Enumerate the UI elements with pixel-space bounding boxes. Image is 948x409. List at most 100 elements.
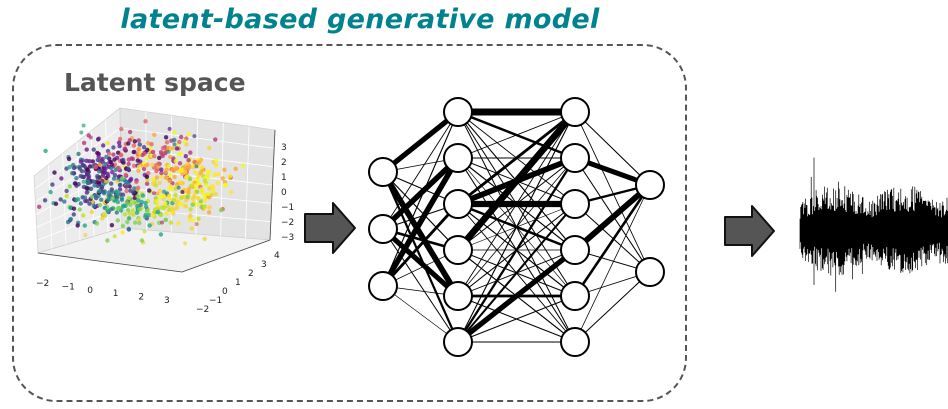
scatter-point <box>174 205 180 210</box>
scatter-point <box>77 207 82 212</box>
network-connection <box>382 228 459 343</box>
scatter-point <box>186 158 191 163</box>
scatter-point <box>206 210 212 215</box>
scatter-point <box>172 137 177 143</box>
scatter-point <box>163 175 169 180</box>
scatter-point <box>117 144 122 149</box>
scatter-point <box>112 172 118 178</box>
scatter-point <box>89 209 95 215</box>
scatter-point <box>212 172 218 177</box>
scatter-point <box>204 183 209 188</box>
scatter-point <box>190 196 196 201</box>
network-connection <box>573 184 652 297</box>
network-connection <box>457 295 576 343</box>
scatter-point <box>127 138 132 143</box>
scatter-point <box>144 181 150 186</box>
y-tick-label: 3 <box>261 260 267 270</box>
waveform-trace <box>799 157 948 292</box>
scatter-point <box>202 198 207 203</box>
scatter-point <box>84 186 90 191</box>
scatter-point <box>222 167 227 172</box>
scatter-point <box>183 169 188 175</box>
scatter-point <box>99 197 104 202</box>
scatter-point <box>136 147 141 152</box>
scatter-point <box>37 204 42 209</box>
scatter-point <box>59 176 64 181</box>
scatter-point <box>174 166 179 171</box>
scatter-point <box>194 164 199 169</box>
diagram-title: latent-based generative model <box>120 4 600 35</box>
scatter-point <box>135 203 140 209</box>
scatter-point <box>101 211 107 217</box>
scatter-point <box>142 229 147 234</box>
scatter-point <box>78 159 84 164</box>
scatter-point <box>153 183 158 188</box>
network-connection <box>573 182 652 253</box>
scatter-point <box>122 212 128 217</box>
scatter-point <box>82 223 88 228</box>
scatter-point <box>152 191 156 196</box>
scatter-point <box>154 175 160 180</box>
neuron-node <box>443 235 473 265</box>
scatter-point <box>100 178 105 183</box>
neuron-node <box>368 271 398 301</box>
scatter-point <box>126 161 131 167</box>
scatter-point <box>152 178 157 184</box>
scatter-point <box>126 216 132 221</box>
z-tick-label: −1 <box>281 203 294 213</box>
scatter-point <box>104 154 109 160</box>
neuron-node <box>443 327 473 357</box>
scatter-point <box>76 151 81 157</box>
z-axis-line <box>269 129 276 241</box>
scatter-point <box>127 211 132 216</box>
neuron-node <box>443 189 473 219</box>
scatter-point <box>121 203 127 208</box>
scatter-point <box>114 193 120 198</box>
scatter-point <box>144 174 149 179</box>
scatter-point <box>120 223 126 229</box>
scatter-point <box>66 156 72 162</box>
scatter-point <box>227 174 233 179</box>
scatter-point <box>139 238 145 243</box>
scatter-point <box>168 184 174 189</box>
z-tick-label: −2 <box>281 218 294 228</box>
scatter-point <box>86 180 92 186</box>
generative-model-boundary <box>12 44 687 402</box>
neuron-node <box>635 257 665 287</box>
scatter-point <box>147 188 152 193</box>
scatter-point <box>158 150 164 155</box>
scatter-point <box>116 166 122 171</box>
scatter-point <box>180 190 185 194</box>
scatter-point <box>96 189 102 194</box>
scatter-point <box>81 123 86 128</box>
scatter-point <box>185 161 190 166</box>
scatter-point <box>146 212 152 218</box>
x-tick-label: −2 <box>36 279 49 289</box>
scatter-point <box>157 155 162 161</box>
scatter-point <box>157 180 162 185</box>
scatter-point <box>150 162 155 168</box>
scatter-point <box>132 139 137 144</box>
scatter-point <box>126 157 132 162</box>
scatter-point <box>135 158 140 163</box>
scatter-point <box>144 208 150 214</box>
scatter-point <box>129 199 135 204</box>
scatter-point <box>168 172 173 177</box>
neuron-node <box>560 189 590 219</box>
network-neurons <box>368 97 665 357</box>
network-connection <box>574 203 651 273</box>
scatter-point <box>167 196 172 201</box>
scatter-point <box>213 191 218 197</box>
x-tick-label: 1 <box>113 289 119 299</box>
scatter-point <box>190 202 195 207</box>
scatter-point <box>137 220 142 226</box>
scatter-point <box>95 175 101 181</box>
scatter-point <box>109 223 115 228</box>
scatter-point <box>119 197 125 202</box>
scatter-point <box>143 163 148 168</box>
scatter-point <box>195 189 200 194</box>
scatter-point <box>169 205 174 210</box>
scatter-point <box>187 214 193 219</box>
scatter-point <box>64 194 69 199</box>
scatter-point <box>170 209 175 215</box>
